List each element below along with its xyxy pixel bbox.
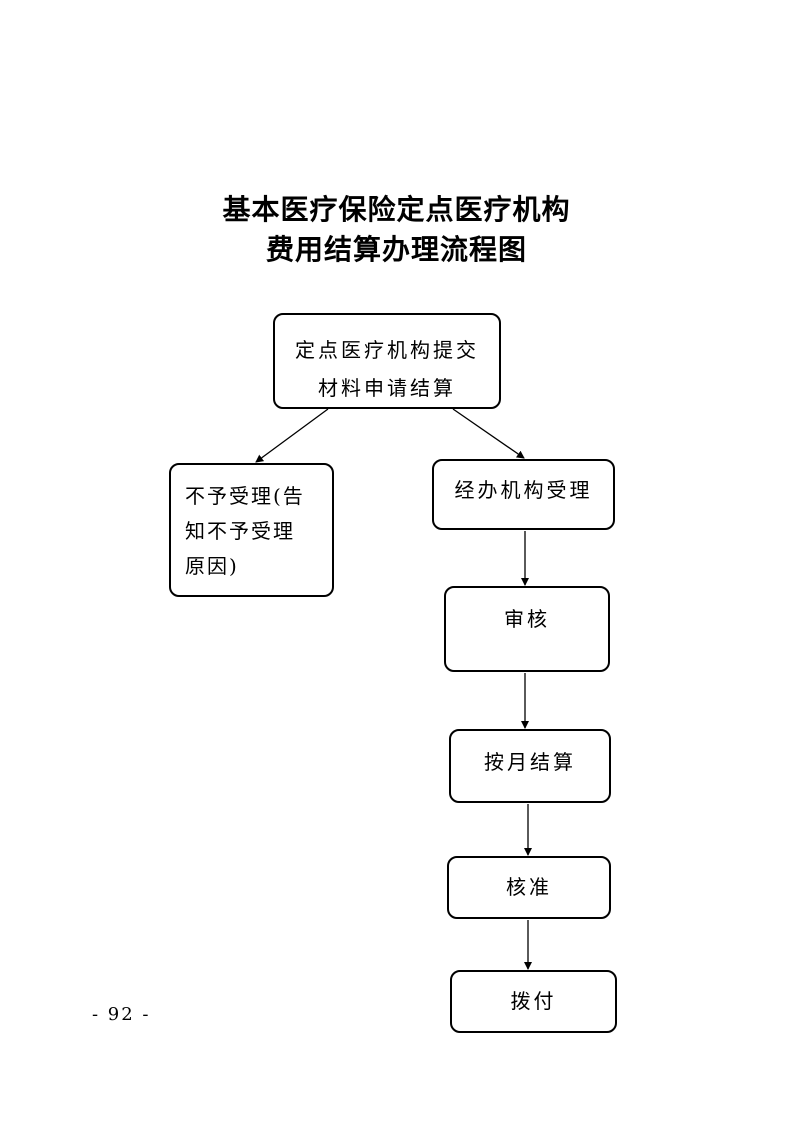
node-accept-label: 经办机构受理 <box>454 478 593 502</box>
page-number: - 92 - <box>92 1004 151 1025</box>
node-reject-line-3: 原因) <box>185 554 239 578</box>
node-submit-application: 定点医疗机构提交 材料申请结算 <box>273 313 501 409</box>
node-payment: 拨付 <box>450 970 617 1033</box>
node-reject-line-2: 知不予受理 <box>185 519 295 543</box>
node-submit-line-1: 定点医疗机构提交 <box>295 338 479 362</box>
node-monthly-settlement: 按月结算 <box>449 729 611 803</box>
node-settle-label: 按月结算 <box>484 750 576 774</box>
node-approval: 核准 <box>447 856 611 919</box>
edge-submit-to-reject <box>255 408 329 463</box>
node-approve-label: 核准 <box>506 875 552 899</box>
node-review: 审核 <box>444 586 610 672</box>
node-review-label: 审核 <box>504 607 550 631</box>
page-title: 基本医疗保险定点医疗机构 费用结算办理流程图 <box>0 190 793 270</box>
node-submit-line-2: 材料申请结算 <box>318 376 456 400</box>
title-line-1: 基本医疗保险定点医疗机构 <box>222 193 571 226</box>
node-pay-label: 拨付 <box>510 989 557 1013</box>
edge-submit-to-accept <box>452 408 525 459</box>
node-reject-line-1: 不予受理(告 <box>185 484 305 508</box>
node-agency-accepts: 经办机构受理 <box>432 459 615 530</box>
node-not-accepted: 不予受理(告 知不予受理 原因) <box>169 463 334 597</box>
title-line-2: 费用结算办理流程图 <box>265 233 527 266</box>
